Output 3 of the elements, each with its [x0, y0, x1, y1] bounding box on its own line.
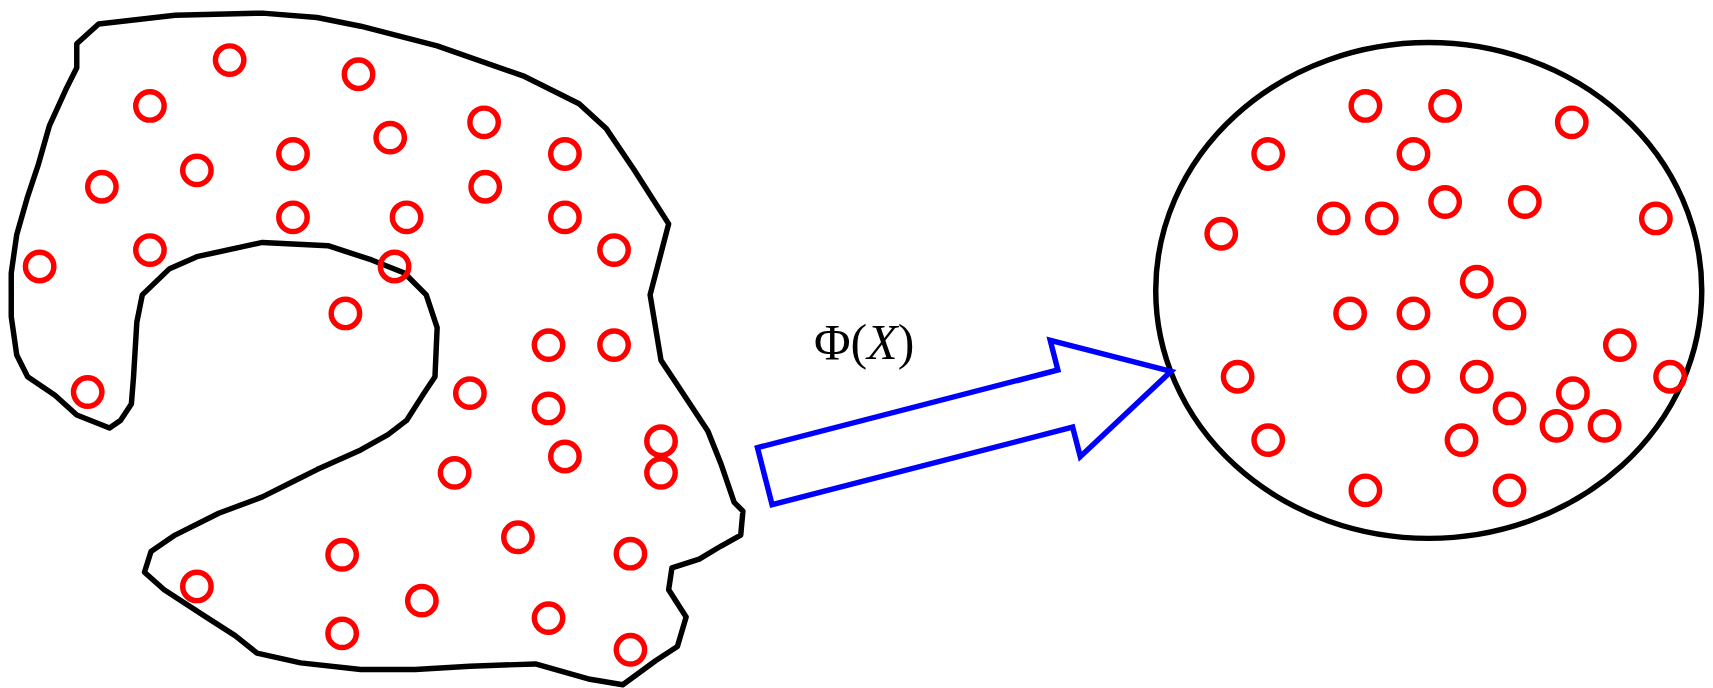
block-arrow [754, 336, 1177, 508]
irregular-region [8, 10, 746, 688]
ellipse-region [1153, 39, 1705, 542]
